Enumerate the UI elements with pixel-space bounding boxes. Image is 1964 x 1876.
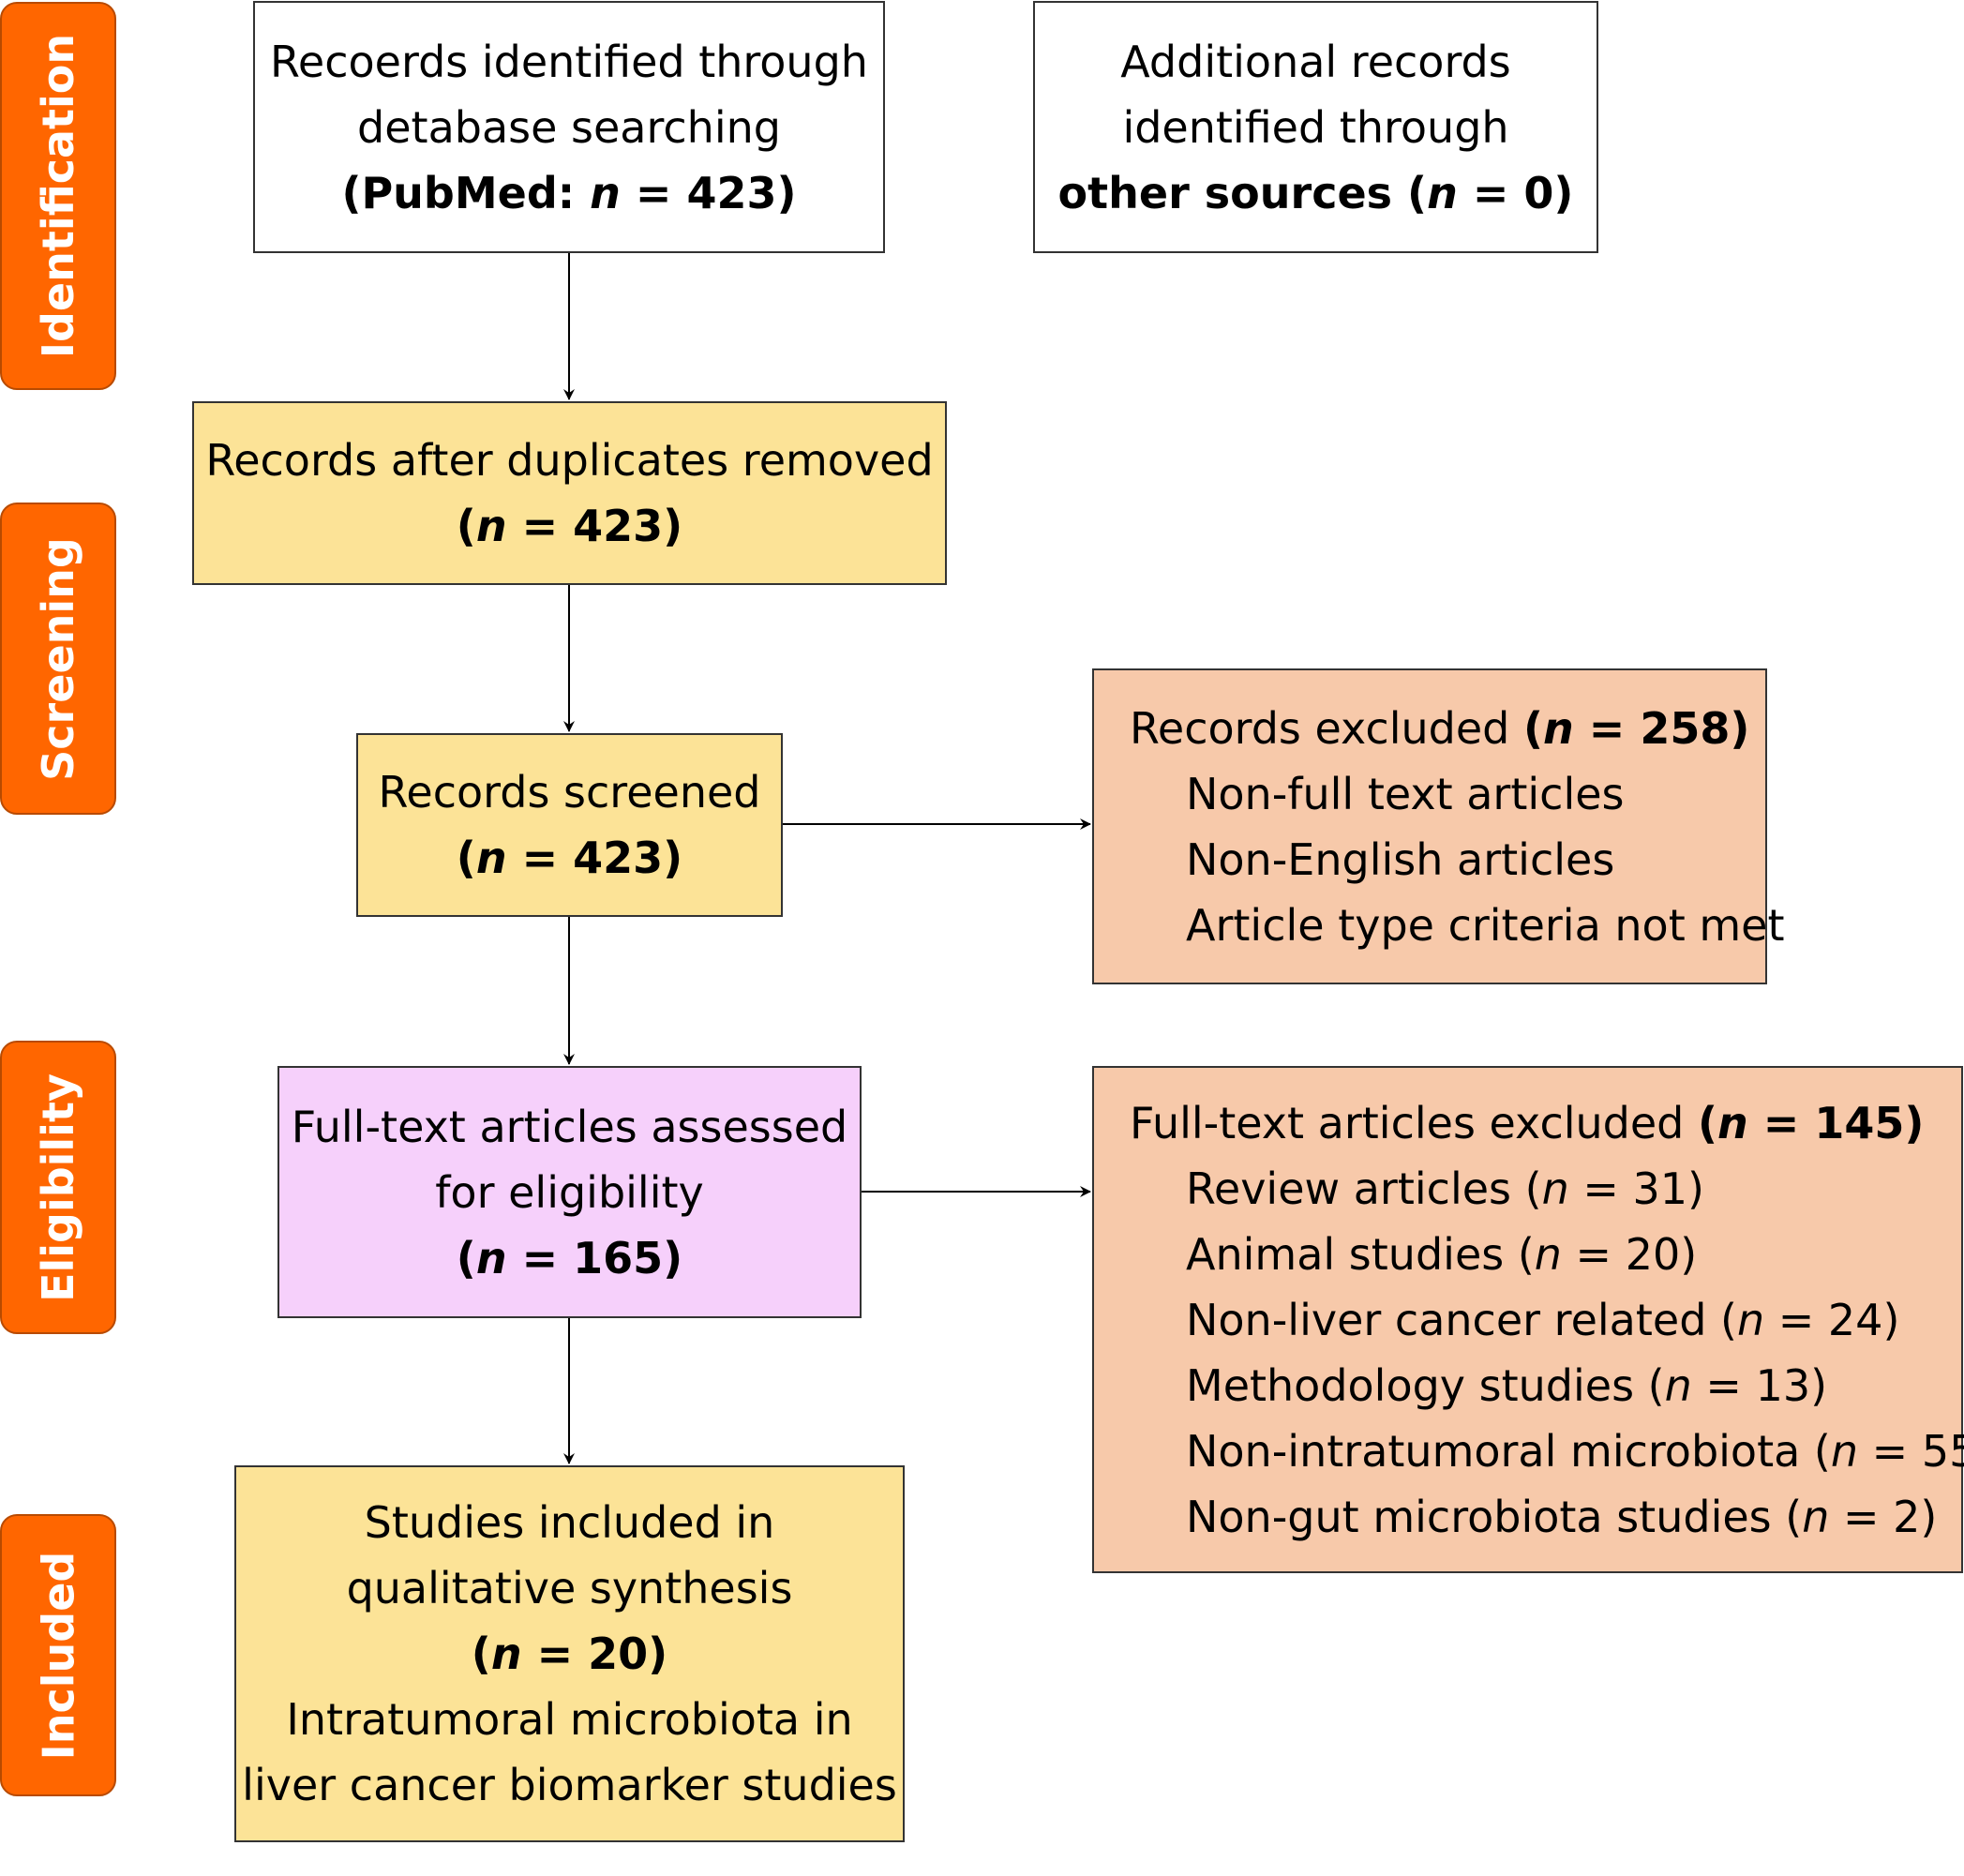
database-records-box: Recoerds identified through detabase sea… xyxy=(253,1,885,253)
reason-label: Animal studies xyxy=(1186,1228,1518,1280)
fulltext-excluded-reason: Animal studies (n = 20) xyxy=(1130,1222,1697,1287)
studies-included-line-2: qualitative synthesis xyxy=(346,1563,793,1613)
records-excluded-reason: Article type criteria not met xyxy=(1186,899,1785,951)
reason-open: ( xyxy=(1720,1294,1737,1345)
records-excluded-count-n: n xyxy=(1543,702,1574,754)
fulltext-assessed-box: Full-text articles assessed for eligibil… xyxy=(277,1066,862,1318)
reason-n: n xyxy=(1541,1163,1569,1214)
phase-included-label: Included xyxy=(0,1514,116,1796)
reason-count: = 20) xyxy=(1561,1228,1698,1280)
duplicates-removed-line-1: Records after duplicates removed xyxy=(205,435,934,486)
studies-included-count-prefix: ( xyxy=(471,1628,491,1679)
records-screened-count: (n = 423) xyxy=(457,825,682,891)
reason-count: = 13) xyxy=(1691,1359,1828,1411)
duplicates-removed-count-prefix: ( xyxy=(456,501,476,551)
other-sources-count-prefix: other sources ( xyxy=(1057,167,1428,218)
reason-label: Methodology studies xyxy=(1186,1359,1648,1411)
fulltext-excluded-count-prefix: ( xyxy=(1698,1097,1718,1148)
reason-n: n xyxy=(1534,1228,1562,1280)
fulltext-assessed-count-prefix: ( xyxy=(456,1232,476,1283)
other-sources-count-value: = 0) xyxy=(1457,167,1574,218)
reason-open: ( xyxy=(1524,1163,1542,1214)
fulltext-assessed-count-n: n xyxy=(475,1232,507,1283)
reason-open: ( xyxy=(1517,1228,1535,1280)
database-line-2: detabase searching xyxy=(357,101,781,153)
records-screened-count-n: n xyxy=(475,833,507,883)
other-sources-line-1: Additional records xyxy=(1120,36,1511,87)
reason-n: n xyxy=(1664,1359,1692,1411)
other-sources-line-2: identified through xyxy=(1122,101,1509,153)
reason-label: Review articles xyxy=(1186,1163,1525,1214)
database-count: (PubMed: n = 423) xyxy=(341,160,796,226)
records-screened-count-prefix: ( xyxy=(456,833,476,883)
fulltext-excluded-count-n: n xyxy=(1717,1097,1748,1148)
reason-open: ( xyxy=(1785,1491,1803,1542)
phase-identification-label: Identification xyxy=(0,2,116,390)
reason-count: = 24) xyxy=(1764,1294,1900,1345)
other-sources-box: Additional records identified through ot… xyxy=(1033,1,1598,253)
studies-included-line-1: Studies included in xyxy=(364,1497,775,1548)
database-count-prefix: (PubMed: xyxy=(341,167,591,218)
fulltext-assessed-count: (n = 165) xyxy=(457,1225,682,1291)
reason-count: = 2) xyxy=(1829,1491,1938,1542)
duplicates-removed-count-value: = 423) xyxy=(506,501,683,551)
records-excluded-title-text: Records excluded xyxy=(1130,702,1523,754)
fulltext-excluded-reason: Non-intratumoral microbiota (n = 55) xyxy=(1130,1418,1964,1484)
fulltext-excluded-reason: Non-liver cancer related (n = 24) xyxy=(1130,1287,1899,1353)
fulltext-excluded-reason: Methodology studies (n = 13) xyxy=(1130,1353,1827,1418)
records-excluded-title: Records excluded (n = 258) xyxy=(1130,696,1749,761)
fulltext-excluded-title: Full-text articles excluded (n = 145) xyxy=(1130,1090,1924,1156)
reason-n: n xyxy=(1736,1294,1765,1345)
reason-label: Non-intratumoral microbiota xyxy=(1186,1425,1814,1477)
records-excluded-count-prefix: ( xyxy=(1522,702,1544,754)
reason-count: = 55) xyxy=(1871,1425,1964,1477)
other-sources-count: other sources (n = 0) xyxy=(1058,160,1574,226)
fulltext-assessed-count-value: = 165) xyxy=(506,1232,683,1283)
studies-included-count: (n = 20) xyxy=(472,1621,667,1687)
reason-n: n xyxy=(1830,1425,1859,1477)
records-excluded-reason: Non-full text articles xyxy=(1186,768,1625,819)
phase-screening-label: Screening xyxy=(0,503,116,815)
fulltext-excluded-count-value: = 145) xyxy=(1747,1097,1925,1148)
fulltext-excluded-count: (n = 145) xyxy=(1698,1098,1924,1148)
studies-included-count-value: = 20) xyxy=(521,1628,668,1679)
fulltext-assessed-line-2: for eligibility xyxy=(435,1166,704,1218)
duplicates-removed-count-n: n xyxy=(475,501,507,551)
fulltext-assessed-line-1: Full-text articles assessed xyxy=(291,1101,848,1152)
records-excluded-count: (n = 258) xyxy=(1523,703,1749,754)
reason-open: ( xyxy=(1813,1425,1831,1477)
fulltext-excluded-reason: Review articles (n = 31) xyxy=(1130,1156,1704,1222)
records-excluded-reason: Non-English articles xyxy=(1186,833,1615,885)
studies-included-box: Studies included in qualitative synthesi… xyxy=(234,1465,905,1842)
fulltext-excluded-reason: Non-gut microbiota studies (n = 2) xyxy=(1130,1484,1937,1550)
records-excluded-box: Records excluded (n = 258) Non-full text… xyxy=(1092,668,1785,984)
database-line-1: Recoerds identified through xyxy=(270,36,868,87)
reason-label: Non-gut microbiota studies xyxy=(1186,1491,1786,1542)
other-sources-count-n: n xyxy=(1427,167,1458,218)
phase-eligibility-label: Eligibility xyxy=(0,1041,116,1334)
reason-open: ( xyxy=(1647,1359,1665,1411)
records-screened-count-value: = 423) xyxy=(506,833,683,883)
studies-included-line-5: liver cancer biomarker studies xyxy=(242,1760,897,1810)
duplicates-removed-count: (n = 423) xyxy=(457,493,682,559)
records-screened-line-1: Records screened xyxy=(378,767,761,818)
reason-n: n xyxy=(1802,1491,1830,1542)
database-count-n: n xyxy=(590,167,621,218)
studies-included-line-4: Intratumoral microbiota in xyxy=(286,1694,853,1745)
reason-count: = 31) xyxy=(1568,1163,1705,1214)
studies-included-count-n: n xyxy=(490,1628,522,1679)
duplicates-removed-box: Records after duplicates removed (n = 42… xyxy=(192,401,947,585)
reason-label: Non-liver cancer related xyxy=(1186,1294,1721,1345)
records-excluded-count-value: = 258) xyxy=(1573,702,1750,754)
database-count-value: = 423) xyxy=(620,167,797,218)
fulltext-excluded-title-text: Full-text articles excluded xyxy=(1130,1097,1698,1148)
fulltext-excluded-box: Full-text articles excluded (n = 145) Re… xyxy=(1092,1066,1964,1573)
records-screened-box: Records screened (n = 423) xyxy=(356,733,783,917)
